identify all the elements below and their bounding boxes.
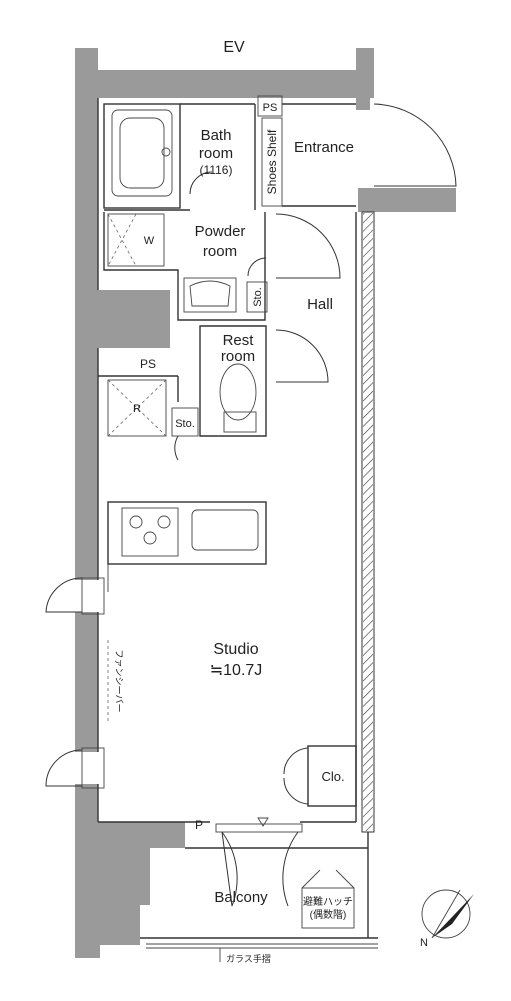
studio-area-label: ≒10.7J [210,662,263,679]
rest-label-line1: Rest [223,332,255,349]
powder-label-line2: room [203,243,237,260]
rest-label-line2: room [221,348,255,365]
storage-label-2: Sto. [175,418,195,430]
balcony-label: Balcony [214,889,268,906]
washer-label: W [144,235,155,247]
ev-label: EV [223,39,245,56]
hall-label: Hall [307,296,333,313]
bath-label-line1: Bath [201,127,232,144]
interior-lines [45,95,457,962]
shoes-shelf-label: Shoes Shelf [265,129,279,194]
p-mark-label: P [195,818,203,832]
hatch-label-line1: 避難ハッチ [303,895,353,908]
entrance-label: Entrance [294,139,354,156]
north-compass [421,889,474,939]
closet-label: Clo. [321,769,344,784]
studio-label: Studio [213,641,258,658]
fan-heater-label: ファンシーバー [114,650,124,713]
ps-mid-label: PS [140,357,156,371]
glass-rail-label: ガラス手摺 [226,953,271,964]
fridge-label: R [133,403,141,415]
north-label: N [420,937,428,949]
ps-top-label: PS [263,102,278,114]
powder-label-line1: Powder [195,223,246,240]
hatch-label-line2: (偶数階) [310,908,347,921]
bath-label-line2: room [199,145,233,162]
storage-label-1: Sto. [252,287,264,307]
exterior-wall-hatch [363,213,373,831]
bath-size-label: (1116) [200,163,233,177]
